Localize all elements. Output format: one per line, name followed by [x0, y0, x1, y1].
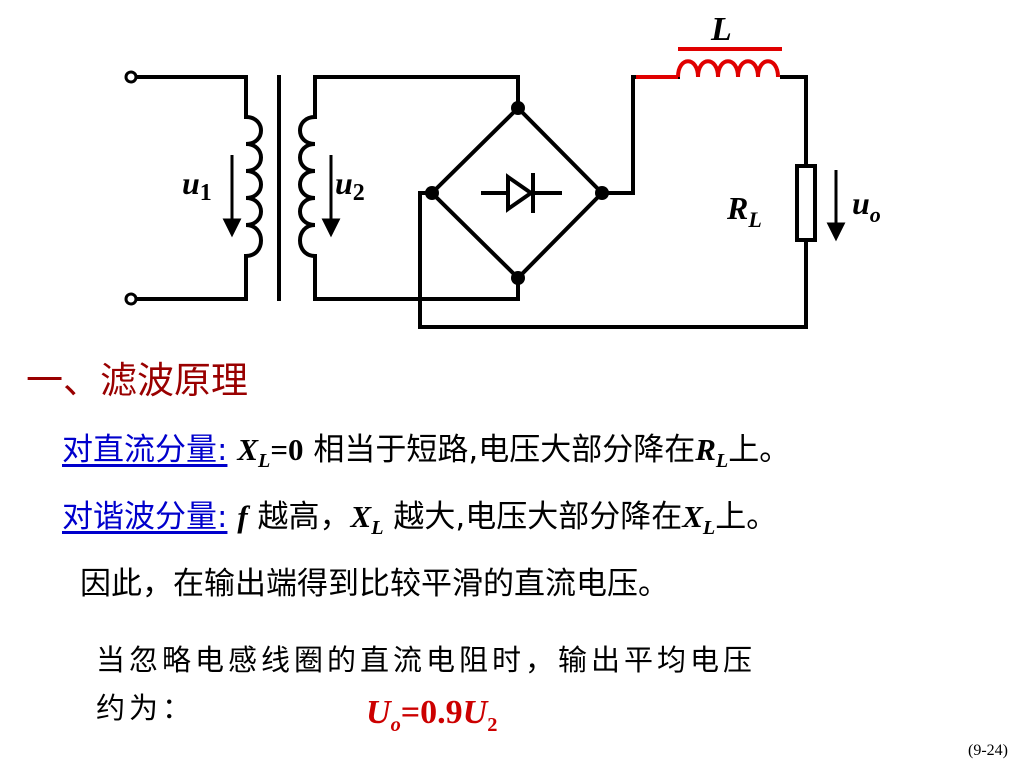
- note-line-1: 当忽略电感线圈的直流电阻时，输出平均电压: [96, 643, 757, 677]
- u2-label: u2: [335, 165, 365, 206]
- primary-winding: [243, 114, 263, 259]
- rl-label: RL: [726, 190, 762, 232]
- harmonic-component-line: 对谐波分量: f 越高，XL 越大,电压大部分降在XL上。: [62, 491, 777, 540]
- formula-u: U: [366, 694, 391, 731]
- input-terminal-bottom: [124, 292, 138, 306]
- secondary-winding: [298, 114, 318, 259]
- formula-eq: =0.9: [400, 694, 463, 731]
- harm-text-1: 越高，: [247, 499, 351, 535]
- bridge-node-bottom: [511, 271, 525, 285]
- page-number: (9-24): [968, 742, 1008, 759]
- diode-triangle: [506, 173, 535, 213]
- secondary-top-wire: [313, 75, 520, 119]
- f-symbol: f: [237, 499, 248, 534]
- xl-symbol: X: [237, 432, 258, 467]
- bridge-node-top: [511, 101, 525, 115]
- rl-symbol: R: [695, 432, 716, 467]
- xl-symbol-2: X: [350, 499, 372, 534]
- xl-subscript: L: [258, 450, 271, 473]
- harmonic-component-label: 对谐波分量:: [62, 499, 228, 535]
- xl-subscript-2: L: [371, 517, 384, 540]
- xl-eq: =0: [270, 432, 304, 467]
- harm-text-3: 上。: [715, 499, 778, 535]
- load-top-wire: [780, 75, 808, 168]
- bridge-node-right: [595, 186, 609, 200]
- formula-u2-sub: 2: [487, 713, 498, 736]
- formula-u2: U: [462, 694, 488, 731]
- xl-symbol-3: X: [682, 499, 703, 534]
- section-heading: 一、滤波原理: [26, 359, 248, 402]
- dc-component-line: 对直流分量: XL=0 相当于短路,电压大部分降在RL上。: [62, 424, 790, 473]
- uo-arrow-head: [826, 222, 846, 242]
- bridge-node-left: [425, 186, 439, 200]
- conclusion-line: 因此，在输出端得到比较平滑的直流电压。: [80, 566, 669, 602]
- dc-text-2: 上。: [728, 432, 791, 468]
- primary-bottom-wire: [130, 254, 248, 301]
- xl-subscript-3: L: [702, 517, 716, 540]
- primary-top-wire: [130, 75, 248, 119]
- inductor-label: L: [710, 11, 732, 48]
- u2-arrow-head: [321, 218, 341, 238]
- positive-output-wire: [600, 75, 680, 195]
- rectifier-filter-circuit: L u1 u2 RL uo: [124, 11, 881, 329]
- harm-text-2: 越大,电压大部分降在: [383, 499, 683, 535]
- output-voltage-formula: Uo=0.9U2: [366, 694, 497, 737]
- input-terminal-top: [124, 70, 138, 84]
- dc-text-1: 相当于短路,电压大部分降在: [303, 432, 696, 468]
- rl-subscript: L: [715, 450, 729, 473]
- dc-component-label: 对直流分量:: [62, 432, 228, 468]
- note-text: 当忽略电感线圈的直流电阻时，输出平均电压 约为：: [96, 636, 896, 732]
- load-resistor: [795, 164, 817, 242]
- u1-arrow-head: [222, 218, 242, 238]
- u1-label: u1: [182, 165, 212, 206]
- formula-u-sub: o: [390, 713, 401, 736]
- inductor-coil: [676, 59, 780, 78]
- uo-label: uo: [852, 185, 881, 227]
- note-line-2: 约为：: [96, 691, 196, 725]
- secondary-bottom-wire: [313, 254, 520, 301]
- return-wire: [418, 191, 808, 329]
